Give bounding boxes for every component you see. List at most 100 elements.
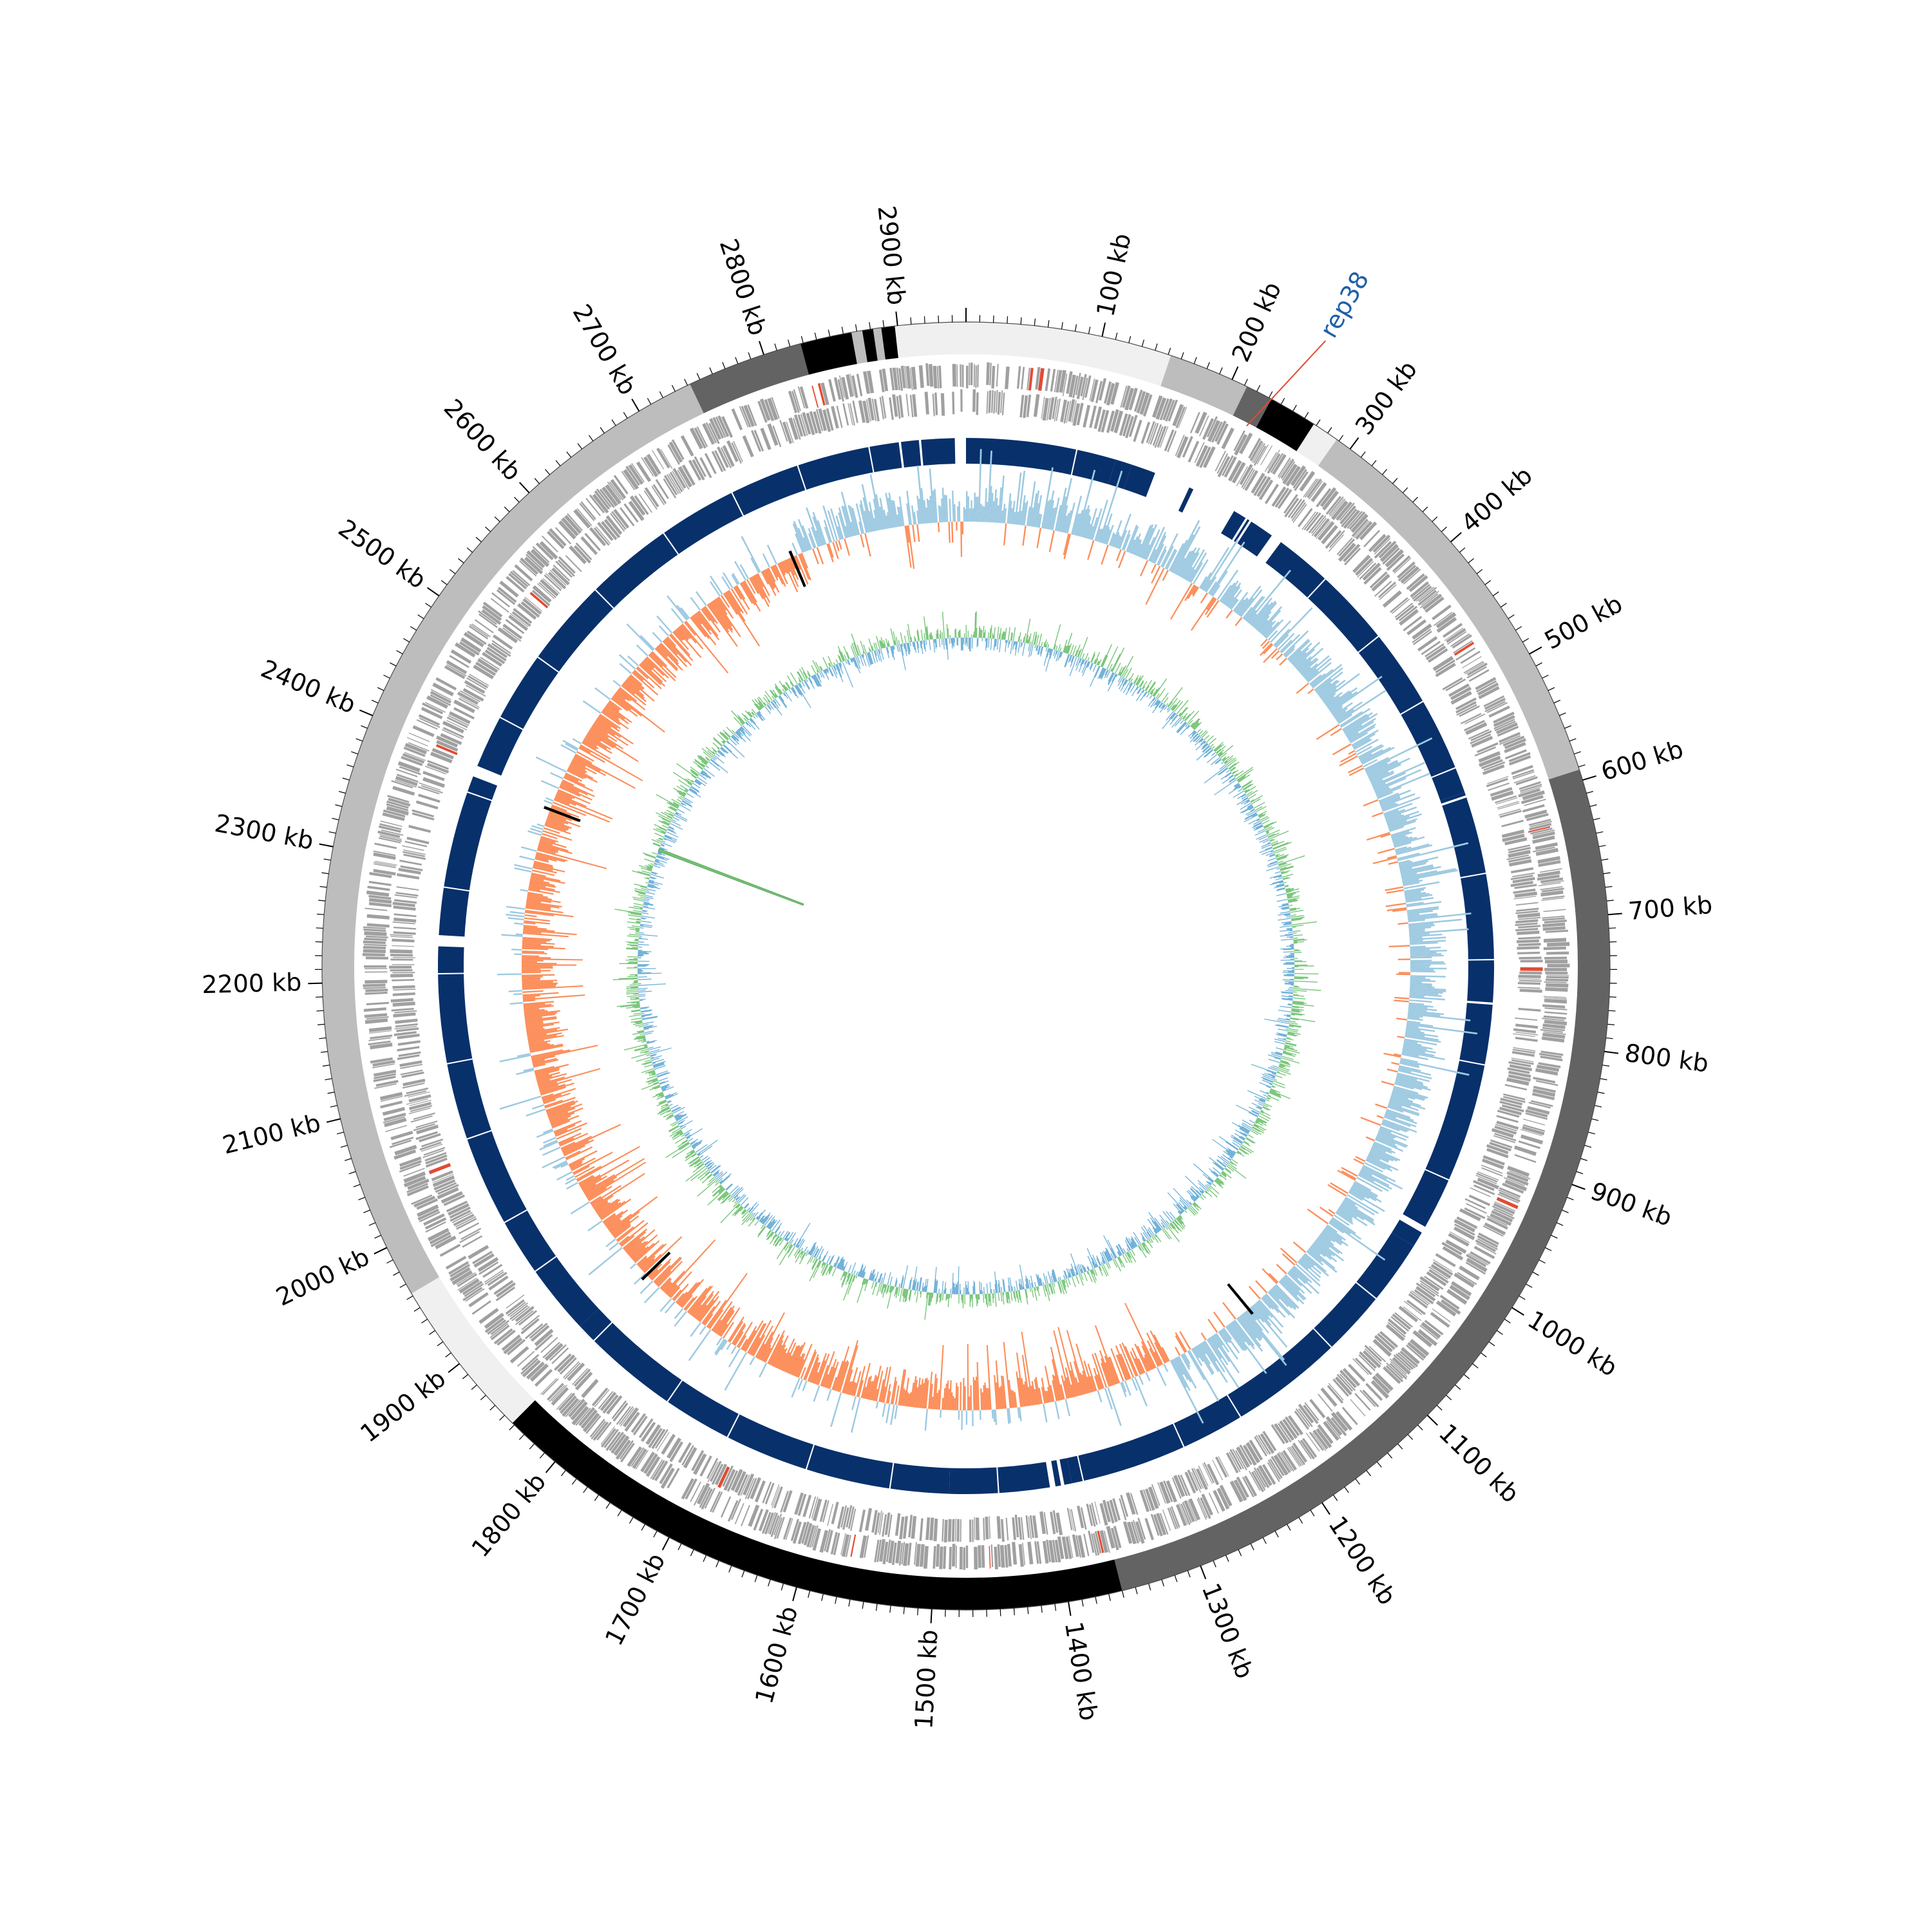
gc-skew-bar <box>602 1213 616 1223</box>
gene <box>1097 409 1106 432</box>
conserved-block-10 <box>1442 797 1495 1003</box>
gc-skew-bar <box>667 1285 678 1296</box>
gene <box>645 1424 661 1445</box>
gene <box>1130 1493 1139 1515</box>
gc-content-bar <box>967 630 969 638</box>
gc-skew-bar <box>525 1016 557 1022</box>
gene <box>521 1354 540 1371</box>
gc-skew-bar <box>1336 1210 1353 1223</box>
gene <box>400 1069 423 1075</box>
gene <box>734 1502 744 1524</box>
gene <box>741 1504 750 1527</box>
gc-skew-bar <box>1066 502 1075 534</box>
gc-skew-bar <box>1226 609 1233 619</box>
gc-skew-bar <box>1163 1363 1169 1372</box>
gc-skew-bar <box>509 1001 524 1005</box>
gc-content-bar <box>1285 962 1294 963</box>
gc-content-track <box>612 611 1321 1320</box>
gc-skew-bar <box>1189 562 1203 583</box>
gene <box>433 1179 456 1191</box>
gene <box>1433 612 1453 626</box>
gene <box>779 419 788 442</box>
gene <box>1256 1467 1270 1488</box>
gc-skew-bar <box>1321 1231 1335 1243</box>
gc-content-bar <box>1047 643 1050 649</box>
minor-tick <box>337 1132 344 1135</box>
gene <box>1176 436 1189 459</box>
gc-skew-bar <box>1316 671 1343 694</box>
gc-skew-bar <box>526 1028 545 1032</box>
gene <box>1544 1007 1567 1010</box>
gc-skew-bar <box>1279 1280 1305 1305</box>
gene <box>1400 566 1420 584</box>
gene <box>833 377 842 400</box>
gene <box>1090 1533 1097 1556</box>
gene <box>1291 1445 1305 1465</box>
gene <box>827 1504 833 1526</box>
gc-skew-bar <box>1388 861 1399 865</box>
gene <box>1522 1119 1545 1126</box>
gc-skew-bar <box>887 497 895 528</box>
gc-skew-bar <box>917 1384 922 1408</box>
gc-skew-bar <box>522 983 557 987</box>
minor-tick <box>1608 1010 1616 1012</box>
gc-skew-bar <box>716 1309 734 1335</box>
gc-skew-bar <box>583 739 599 750</box>
gene <box>419 1141 442 1151</box>
minor-tick <box>471 1385 477 1390</box>
gc-skew-bar <box>1141 524 1157 558</box>
gc-content-bar <box>990 638 992 650</box>
gene <box>660 1467 675 1489</box>
gene <box>1189 412 1200 433</box>
gc-content-bar <box>1291 947 1294 949</box>
gc-skew-bar <box>599 714 621 730</box>
gc-skew-bar <box>822 1374 829 1388</box>
gene <box>1535 842 1558 850</box>
gc-skew-bar <box>565 1150 581 1159</box>
gc-skew-bar <box>869 1374 877 1401</box>
gc-skew-bar <box>892 1381 898 1405</box>
gc-skew-bar <box>907 525 915 569</box>
gene <box>898 368 904 391</box>
gene <box>424 1151 447 1162</box>
gene <box>862 400 870 424</box>
segment-5 <box>1318 439 1580 780</box>
gc-skew-bar <box>1383 1115 1411 1128</box>
gene <box>1076 376 1084 399</box>
gc-skew-bar <box>531 874 561 882</box>
gc-skew-bar <box>559 786 581 797</box>
gc-skew-bar <box>562 1140 589 1154</box>
minor-tick <box>361 725 368 729</box>
minor-tick <box>1316 419 1321 426</box>
gene <box>385 1124 408 1132</box>
gc-skew-bar <box>643 1236 683 1273</box>
gc-skew-bar <box>1226 596 1235 607</box>
gc-skew-bar <box>1360 1117 1381 1126</box>
minor-tick <box>1598 845 1606 848</box>
gc-skew-bar <box>778 1352 787 1370</box>
gc-skew-bar <box>831 1376 837 1390</box>
gene <box>1518 943 1541 947</box>
gc-skew-bar <box>1148 526 1166 562</box>
tick-label: 600 kb <box>1598 735 1687 786</box>
gc-skew-bar <box>1229 1323 1267 1374</box>
gene <box>497 1329 516 1346</box>
minor-tick <box>1580 1158 1587 1161</box>
gc-skew-bar <box>573 1151 613 1174</box>
gene <box>530 549 550 567</box>
gene <box>1515 927 1539 932</box>
gc-content-bar <box>1275 1047 1284 1050</box>
gc-skew-bar <box>521 965 553 967</box>
minor-tick <box>1397 1443 1403 1450</box>
gene <box>1435 1300 1457 1317</box>
gc-content-bar <box>1276 893 1287 896</box>
gene <box>393 1031 417 1036</box>
gc-skew-bar <box>1390 1097 1426 1110</box>
gc-skew-bar <box>603 1214 616 1224</box>
gc-skew-bar <box>850 1397 861 1433</box>
gene <box>1280 459 1294 479</box>
gc-skew-bar <box>1278 1280 1300 1302</box>
gc-skew-bar <box>1409 940 1423 942</box>
gc-skew-bar <box>715 1339 726 1356</box>
gene <box>1171 1477 1182 1499</box>
